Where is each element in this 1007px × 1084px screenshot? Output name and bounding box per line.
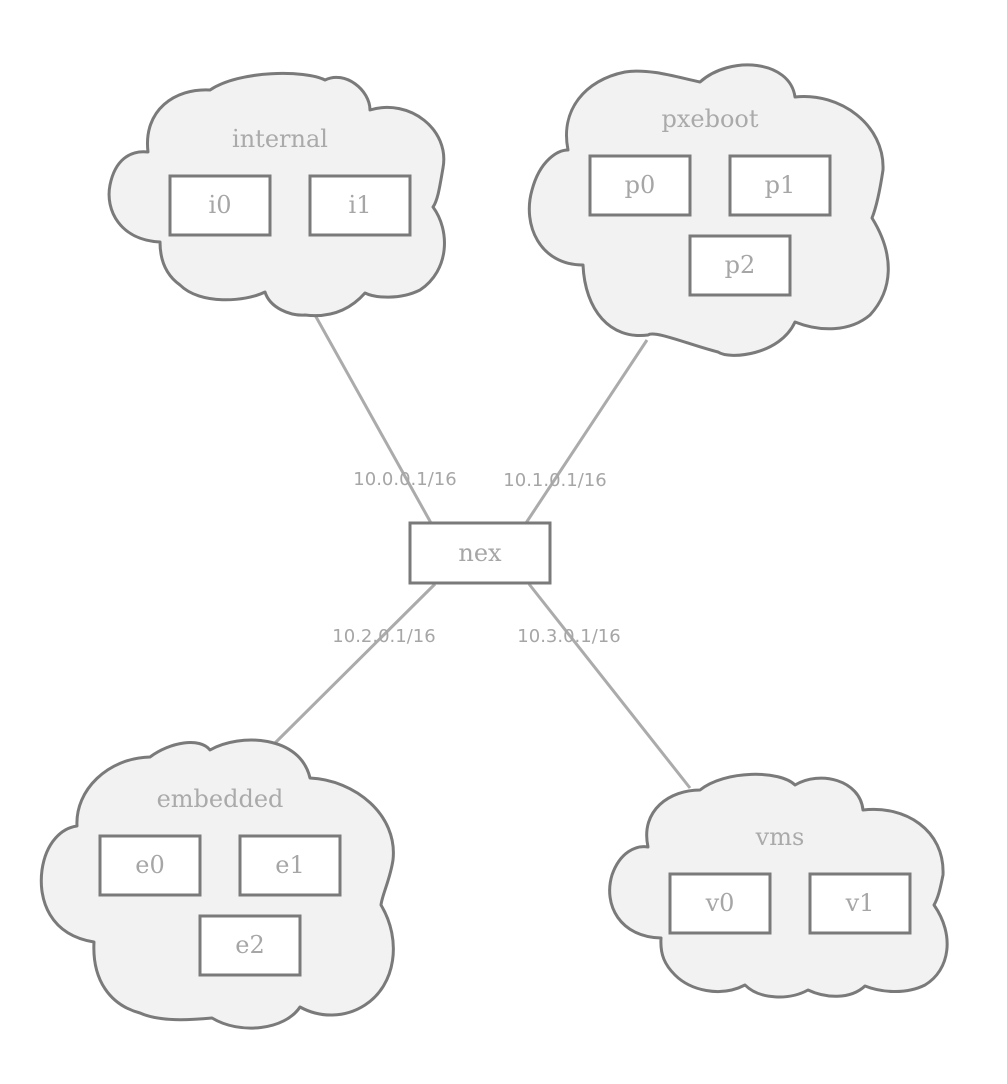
node-box[interactable]: e0 [98,834,202,897]
cloud-internal-title: internal [232,125,328,153]
node-box[interactable]: p0 [588,154,692,217]
cloud-vms-outline [608,772,949,999]
node-label: p0 [625,171,656,199]
node-box[interactable]: v0 [668,872,772,935]
link-line-vms [527,583,692,789]
cloud-embedded-title: embedded [157,785,284,813]
link-line-embedded [273,582,437,745]
cloud-pxeboot-outline [527,63,890,357]
hub-node[interactable]: nex [408,521,552,585]
node-label: v0 [705,889,735,917]
hub-node-label: nex [458,539,502,567]
cloud-vms-title: vms [755,823,805,851]
cloud-pxeboot-title: pxeboot [661,105,758,133]
node-label: p1 [765,171,796,199]
cloud-embedded: embedded e0 e1 e2 [39,738,395,1030]
link-label-pxeboot: 10.1.0.1/16 [503,470,606,491]
node-box[interactable]: i0 [168,174,272,237]
link-label-embedded: 10.2.0.1/16 [332,626,435,647]
node-label: e2 [235,931,264,959]
node-box[interactable]: p2 [688,234,792,297]
node-box[interactable]: i1 [308,174,412,237]
node-box[interactable]: v1 [808,872,912,935]
node-label: p2 [725,251,756,279]
link-label-vms: 10.3.0.1/16 [517,626,620,647]
node-label: i1 [349,191,372,219]
cloud-internal-outline [107,71,446,318]
link-line-pxeboot [524,339,649,524]
node-label: i0 [209,191,232,219]
node-label: v1 [845,889,875,917]
cloud-vms: vms v0 v1 [608,772,949,999]
node-box[interactable]: e2 [198,914,302,977]
link-label-internal: 10.0.0.1/16 [353,469,456,490]
cloud-internal: internal i0 i1 [107,71,446,318]
cloud-pxeboot: pxeboot p0 p1 p2 [527,63,890,357]
node-label: e1 [275,851,304,879]
cloud-embedded-outline [39,738,395,1030]
link-line-internal [313,314,433,524]
node-box[interactable]: e1 [238,834,342,897]
node-label: e0 [135,851,164,879]
node-box[interactable]: p1 [728,154,832,217]
